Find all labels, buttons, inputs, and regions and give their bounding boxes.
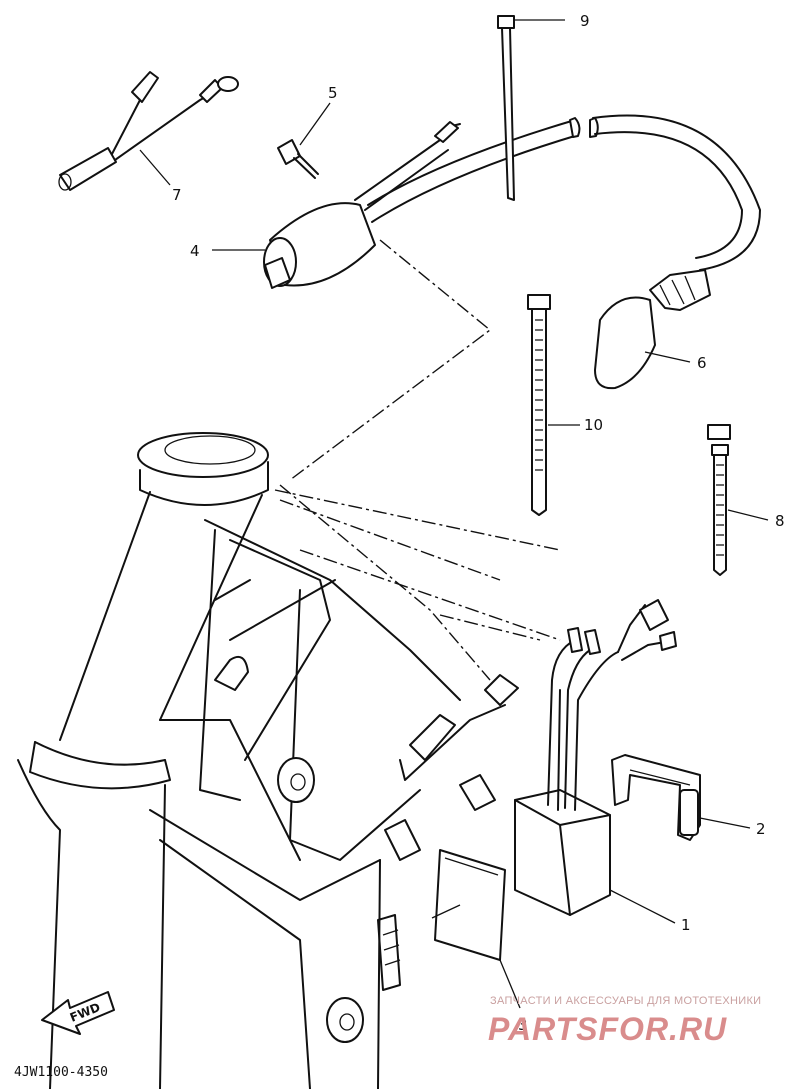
spark-plug-cap (367, 114, 761, 390)
cable-tie-8 (707, 424, 731, 576)
callout-7: 7 (172, 186, 182, 204)
callout-8: 8 (775, 512, 785, 530)
ignition-coil (263, 121, 461, 289)
assembly-lines (274, 239, 561, 681)
watermark-tagline: ЗАПЧАСТИ И АКСЕССУАРЫ ДЛЯ МОТОТЕХНИКИ (490, 995, 761, 1007)
cdi-unit (514, 599, 677, 916)
callout-10: 10 (584, 416, 603, 434)
callout-2: 2 (756, 820, 766, 838)
watermark: ЗАПЧАСТИ И АКСЕССУАРЫ ДЛЯ МОТОТЕХНИКИ PA… (488, 995, 761, 1047)
wire-lead (58, 71, 239, 191)
part-code: 4JW1100-4350 (14, 1065, 108, 1080)
frame (17, 432, 519, 1089)
callout-1: 1 (681, 916, 691, 934)
screw (277, 139, 319, 179)
pad (434, 849, 506, 961)
bracket (611, 754, 701, 841)
callout-labels: 1 2 3 4 5 6 7 8 9 10 (172, 12, 785, 1034)
watermark-brand: PARTSFOR.RU (488, 1011, 727, 1047)
cable-tie-10 (527, 294, 551, 516)
callout-4: 4 (190, 242, 200, 260)
leader-lines (139, 19, 769, 1009)
callout-3: 3 (518, 1016, 528, 1034)
callout-9: 9 (580, 12, 590, 30)
callout-6: 6 (697, 354, 707, 372)
cable-tie-9 (497, 15, 515, 201)
callout-5: 5 (328, 84, 338, 102)
